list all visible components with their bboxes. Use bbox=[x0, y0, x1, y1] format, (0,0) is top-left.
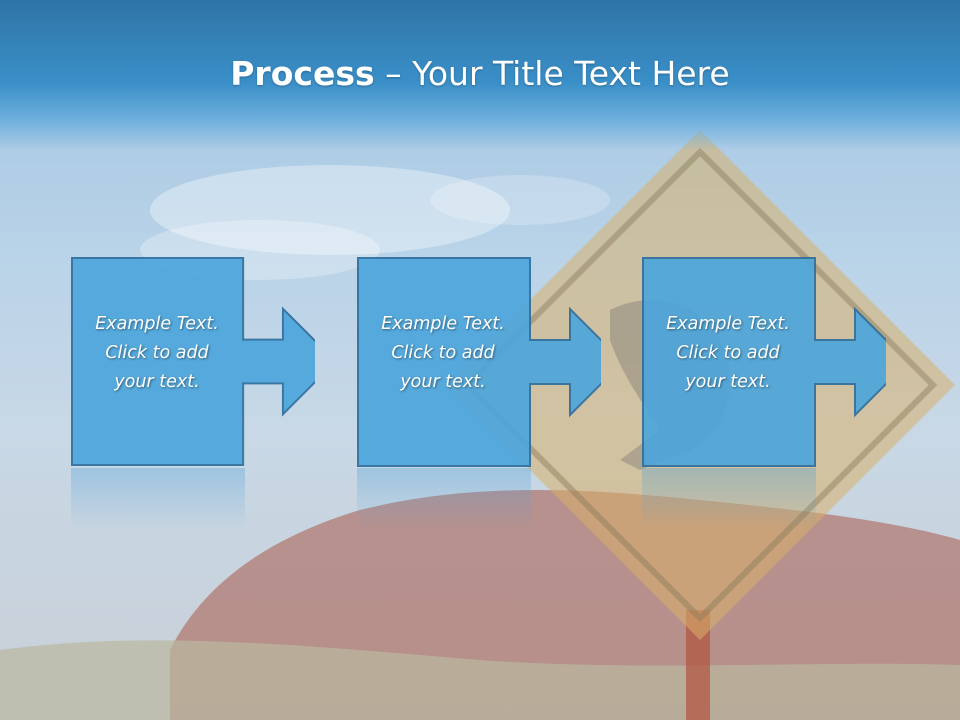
title-bold: Process bbox=[230, 54, 375, 93]
step-1-reflection bbox=[71, 468, 245, 530]
step-3-reflection bbox=[642, 468, 816, 530]
process-step-1[interactable]: Example Text. Click to add your text. bbox=[71, 257, 315, 467]
step-text: Example Text. Click to add your text. bbox=[357, 310, 529, 397]
step-text-line: Example Text. bbox=[95, 314, 219, 334]
title-rest: – Your Title Text Here bbox=[374, 54, 730, 93]
step-text-line: Click to add bbox=[391, 343, 495, 363]
step-text-line: Click to add bbox=[676, 343, 780, 363]
step-text-line: Example Text. bbox=[381, 314, 505, 334]
arrow-shape bbox=[71, 257, 315, 466]
step-text-line: your text. bbox=[400, 372, 486, 392]
step-text: Example Text. Click to add your text. bbox=[642, 310, 814, 397]
step-2-reflection bbox=[357, 468, 531, 530]
step-text-line: your text. bbox=[685, 372, 771, 392]
process-step-3[interactable]: Example Text. Click to add your text. bbox=[642, 257, 886, 467]
step-text-line: Click to add bbox=[105, 343, 209, 363]
arrow-shape bbox=[357, 257, 601, 467]
step-text-line: your text. bbox=[114, 372, 200, 392]
step-text: Example Text. Click to add your text. bbox=[71, 310, 243, 397]
step-text-line: Example Text. bbox=[666, 314, 790, 334]
arrow-shape bbox=[642, 257, 886, 467]
process-step-2[interactable]: Example Text. Click to add your text. bbox=[357, 257, 601, 467]
title-banner bbox=[0, 0, 960, 150]
slide-title[interactable]: Process – Your Title Text Here bbox=[0, 52, 960, 96]
